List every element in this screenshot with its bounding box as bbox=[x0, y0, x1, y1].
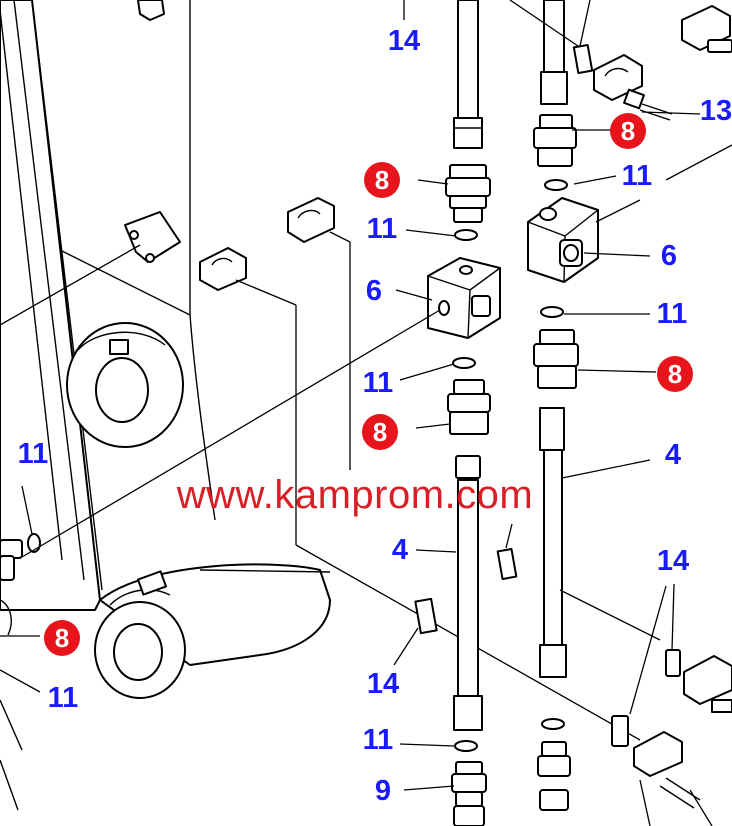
part-label: 11 bbox=[657, 298, 688, 330]
boom-frame bbox=[0, 0, 331, 699]
clamp-frame-1 bbox=[124, 211, 181, 263]
clamp-right-top bbox=[572, 43, 643, 101]
clamp-frame-3 bbox=[287, 197, 335, 243]
center-tube-right bbox=[527, 0, 599, 811]
part-label: 11 bbox=[48, 682, 79, 714]
badge-label: 8 bbox=[621, 116, 635, 146]
left-fitting bbox=[0, 533, 41, 811]
part-label: 11 bbox=[363, 367, 394, 399]
part-badge: 8 bbox=[610, 113, 646, 149]
clamp-frame-2 bbox=[199, 247, 247, 291]
part-badge: 8 bbox=[44, 620, 80, 656]
part-badge: 8 bbox=[657, 356, 693, 392]
badge-circle bbox=[362, 414, 398, 450]
part-label: 6 bbox=[366, 275, 382, 307]
badge-label: 8 bbox=[668, 359, 682, 389]
part-label: 4 bbox=[392, 534, 408, 566]
part-label: 11 bbox=[367, 213, 398, 245]
part-label: 9 bbox=[375, 775, 391, 807]
badge-circle bbox=[364, 162, 400, 198]
part-label: 14 bbox=[367, 668, 399, 700]
part-label: 14 bbox=[388, 25, 420, 57]
part-label: 11 bbox=[18, 438, 49, 470]
part-label: 14 bbox=[657, 545, 689, 577]
clamp-right-bottom bbox=[414, 547, 732, 809]
part-number-labels: 14 13 11 11 6 6 11 11 11 4 4 14 14 11 11 9 bbox=[18, 25, 732, 807]
part-label: 11 bbox=[622, 160, 653, 192]
clamp-top-left bbox=[137, 0, 165, 21]
badge-label: 8 bbox=[373, 417, 387, 447]
badge-circle bbox=[610, 113, 646, 149]
center-tube-left bbox=[427, 0, 501, 826]
part-badge: 8 bbox=[362, 414, 398, 450]
part-label: 11 bbox=[363, 724, 394, 756]
part-badge: 8 bbox=[364, 162, 400, 198]
badge-circle bbox=[657, 356, 693, 392]
part-label: 6 bbox=[661, 240, 677, 272]
part-number-badges: 8 8 8 8 8 bbox=[44, 113, 693, 656]
bolt-13 bbox=[623, 88, 673, 121]
badge-label: 8 bbox=[375, 165, 389, 195]
part-label: 13 bbox=[700, 95, 732, 127]
watermark-text: www.kamprom.com bbox=[176, 473, 533, 517]
badge-circle bbox=[44, 620, 80, 656]
badge-label: 8 bbox=[55, 623, 69, 653]
part-label: 4 bbox=[665, 439, 681, 471]
clamp-right-top-2 bbox=[681, 5, 732, 53]
